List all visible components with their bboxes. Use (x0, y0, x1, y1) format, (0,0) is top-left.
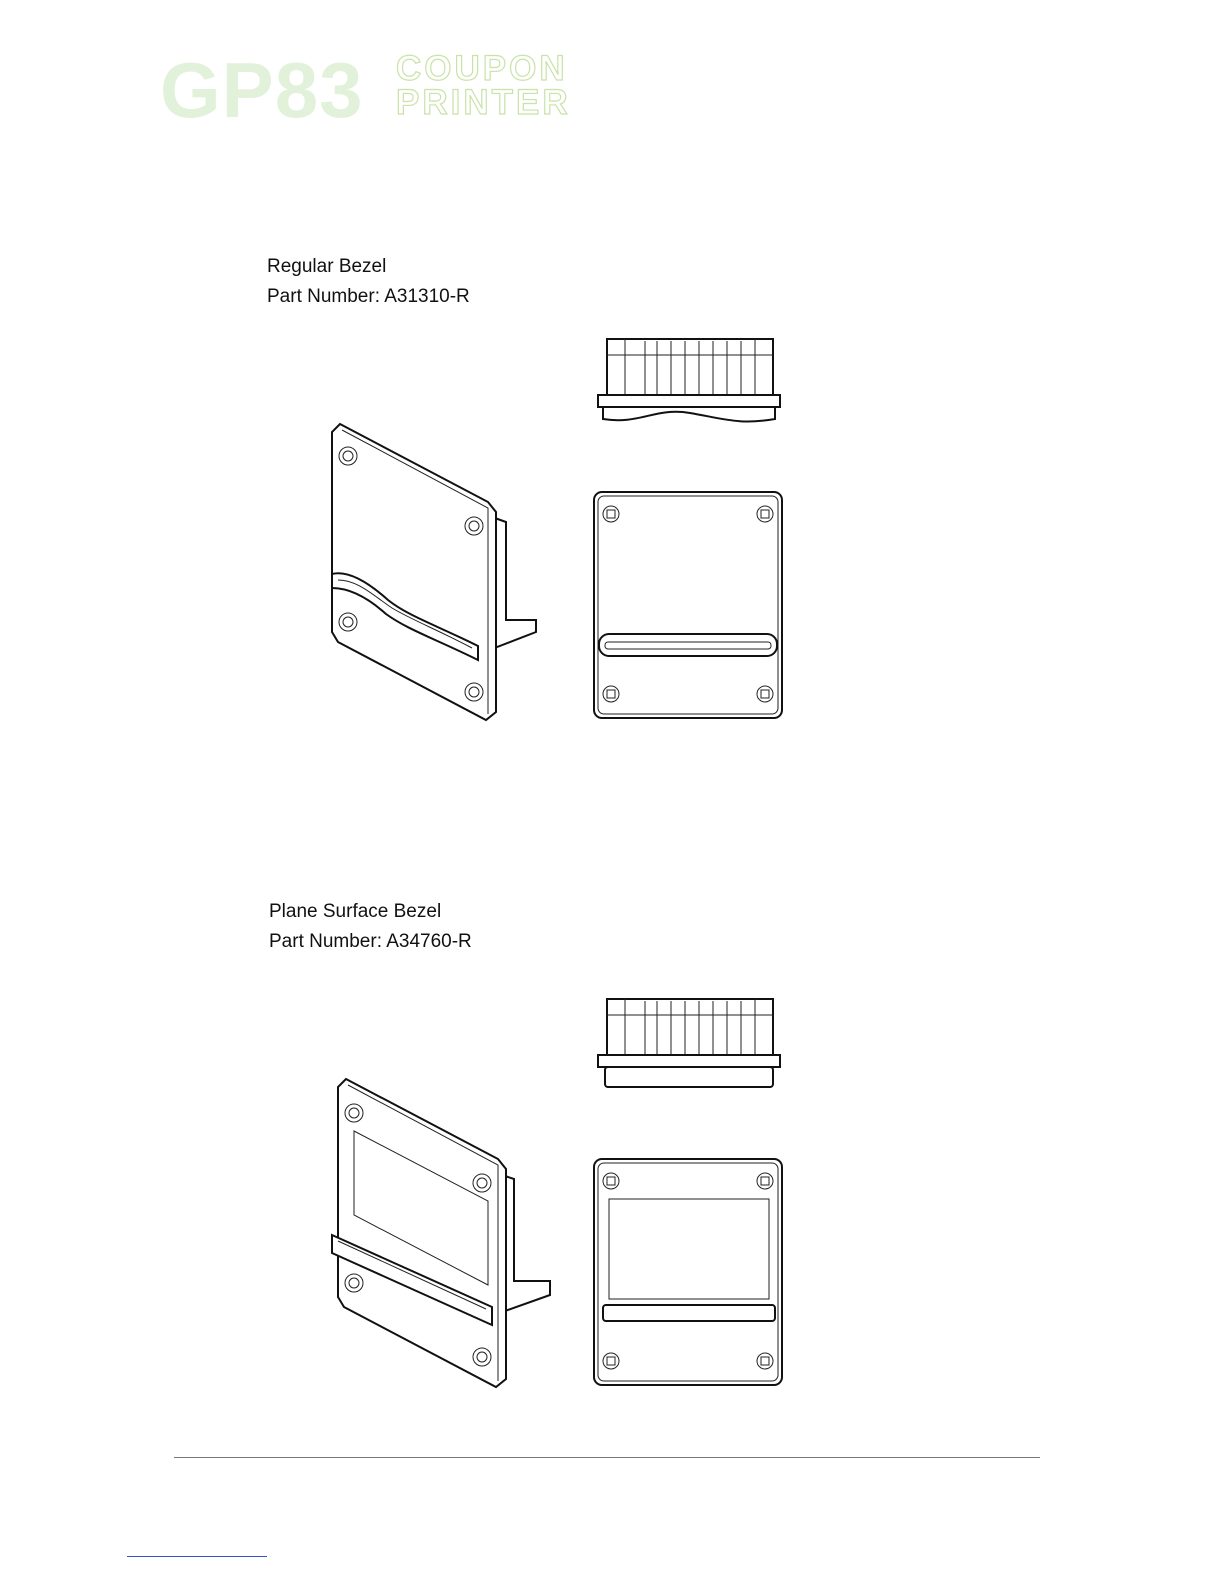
logo-main-text: GP83 (160, 48, 363, 132)
regular-bezel-top-view (595, 335, 785, 430)
plane-bezel-isometric-view (328, 1075, 553, 1390)
logo-subtitle-line2: PRINTER (396, 86, 571, 120)
plane-bezel-top-view (595, 995, 785, 1090)
plane-bezel-part-number: Part Number: A34760-R (269, 931, 472, 953)
footer-link-underline[interactable] (127, 1556, 267, 1557)
footer-divider (174, 1457, 1040, 1458)
regular-bezel-part-number: Part Number: A31310-R (267, 286, 470, 308)
brand-logo: GP83 COUPON PRINTER (160, 48, 620, 132)
regular-bezel-title: Regular Bezel (267, 256, 386, 278)
logo-subtitle-line1: COUPON (396, 52, 571, 86)
logo-subtitle: COUPON PRINTER (396, 52, 571, 120)
plane-bezel-front-view (591, 1157, 787, 1389)
plane-bezel-title: Plane Surface Bezel (269, 901, 441, 923)
regular-bezel-front-view (591, 490, 787, 722)
regular-bezel-isometric-view (328, 420, 543, 725)
